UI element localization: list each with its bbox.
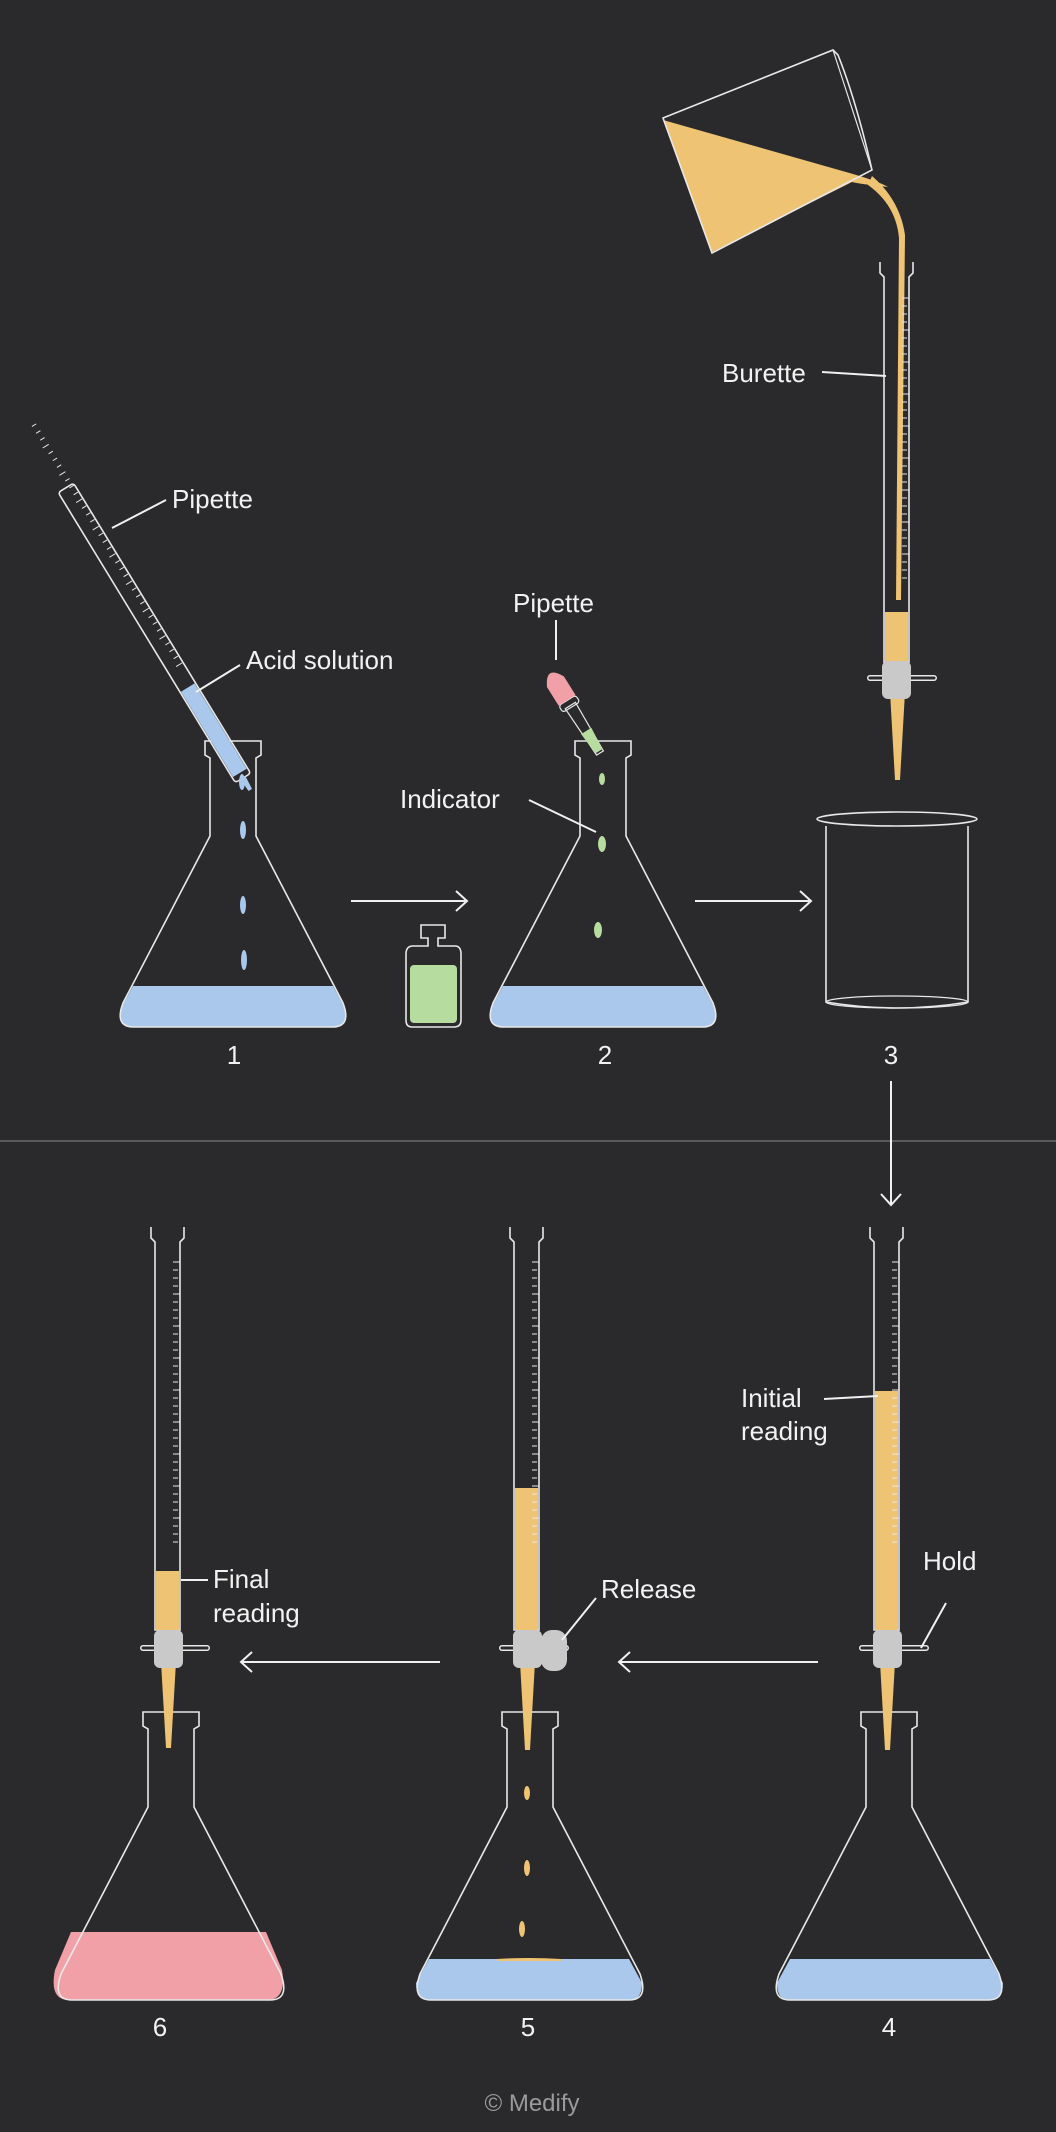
- pipette-label-step2: Pipette: [513, 588, 594, 618]
- indicator-label: Indicator: [400, 784, 500, 814]
- step-number-6: 6: [153, 2012, 167, 2042]
- step-number-3: 3: [884, 1040, 898, 1070]
- release-leader-line: [561, 1597, 597, 1641]
- indicator-drop: [598, 836, 606, 852]
- titrant-drop: [519, 1921, 525, 1937]
- flask-1-acid-liquid: [120, 986, 346, 1027]
- final-reading-label: Final reading: [213, 1564, 300, 1628]
- beaker-icon: [816, 811, 978, 1009]
- conical-flask-icon: [119, 740, 347, 1028]
- conical-flask-icon: [489, 740, 717, 1028]
- indicator-drop: [594, 922, 602, 938]
- burette-icon: [867, 262, 937, 780]
- dropper-icon: [546, 672, 605, 756]
- step-3-group: Burette 3: [661, 49, 978, 1070]
- burette-icon: [140, 1227, 210, 1748]
- pipette-leader-line: [111, 499, 167, 529]
- release-label: Release: [601, 1574, 696, 1604]
- step-4-group: Initial reading Hold 4: [741, 1227, 1003, 2042]
- titrant-drop: [524, 1786, 530, 1800]
- conical-flask-icon: [775, 1711, 1003, 2001]
- hold-leader-line: [920, 1602, 947, 1649]
- step-2-group: Pipette Indicator 2: [400, 588, 717, 1070]
- indicator-drop: [599, 773, 605, 785]
- acid-drop: [241, 950, 247, 970]
- arrow-icon: [617, 1651, 818, 1673]
- flask-6-endpoint-liquid: [53, 1932, 283, 2000]
- step-number-1: 1: [227, 1040, 241, 1070]
- acid-solution-label: Acid solution: [246, 645, 393, 675]
- pipette-icon: [29, 423, 253, 791]
- conical-flask-icon: [416, 1711, 644, 2001]
- step-number-4: 4: [882, 2012, 896, 2042]
- flask-2-acid-liquid: [490, 986, 716, 1027]
- flask-5-acid-liquid: [416, 1959, 642, 2000]
- titrant-drop: [524, 1860, 530, 1876]
- pour-stream: [868, 176, 905, 600]
- step-number-5: 5: [521, 2012, 535, 2042]
- conical-flask-icon: [57, 1711, 285, 2001]
- initial-reading-label: Initial reading: [741, 1383, 828, 1446]
- arrow-icon: [239, 1651, 440, 1673]
- acid-drop: [240, 896, 246, 914]
- step-5-group: Release 5: [416, 1227, 696, 2042]
- step-6-group: Final reading 6: [53, 1227, 300, 2042]
- arrow-icon: [880, 1081, 902, 1207]
- arrow-icon: [351, 890, 469, 912]
- arrow-icon: [695, 890, 813, 912]
- acid-drop: [239, 774, 245, 790]
- acid-solution-leader-line: [195, 664, 241, 693]
- acid-drop: [240, 821, 246, 839]
- initial-reading-leader-line: [823, 1395, 879, 1400]
- burette-icon: [859, 1227, 929, 1750]
- copyright-text: © Medify: [484, 2090, 579, 2117]
- step-1-group: Pipette Acid solution 1: [29, 423, 393, 1070]
- indicator-bottle-icon: [405, 924, 462, 1028]
- flask-4-acid-liquid: [777, 1959, 1003, 2000]
- burette-leader-line: [821, 371, 887, 377]
- burette-label: Burette: [722, 358, 806, 388]
- hold-label: Hold: [923, 1546, 976, 1576]
- indicator-leader-line: [528, 799, 597, 833]
- step-number-2: 2: [598, 1040, 612, 1070]
- pouring-beaker-icon: [661, 49, 888, 255]
- pipette-label-step1: Pipette: [172, 484, 253, 514]
- burette-icon: [499, 1227, 569, 1750]
